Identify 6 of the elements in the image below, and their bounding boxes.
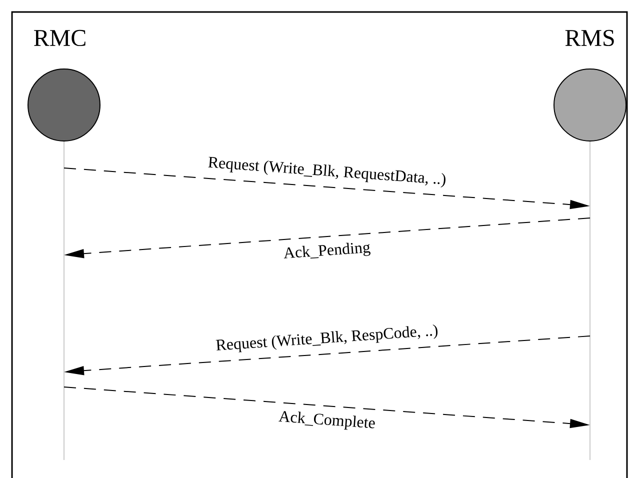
participant-label: RMC [34, 30, 86, 46]
edge-label: Request (Write_Blk, RespCode, ..) [214, 323, 440, 355]
edge-label: Ack_Pending [282, 240, 372, 263]
edge-label: Ack_Complete [277, 409, 377, 433]
participant-label: RMS [565, 30, 614, 46]
edge-label: Request (Write_Blk, RequestData, ..) [206, 155, 448, 189]
